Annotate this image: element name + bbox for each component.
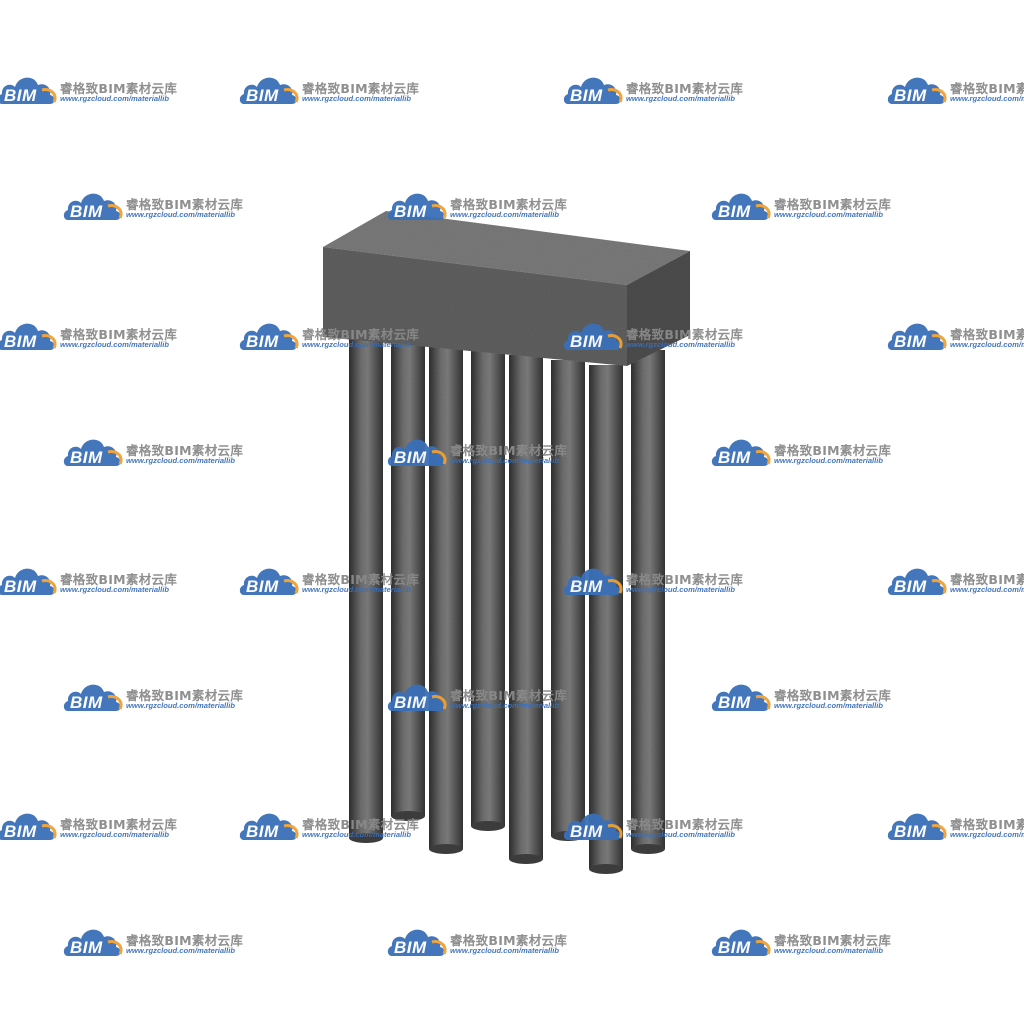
pile-8 [631,350,665,854]
cap-top-face [323,211,690,285]
pile-6 [551,360,585,841]
pile-1 [349,335,383,843]
piles-group [349,335,665,874]
pile-5 [509,355,543,864]
pile-cap [323,211,690,366]
pile-7 [589,365,623,874]
cap-side-face [627,251,690,366]
pile-4 [471,350,505,831]
pile-3 [429,345,463,854]
cap-front-face [323,247,627,366]
pile-2 [391,340,425,821]
